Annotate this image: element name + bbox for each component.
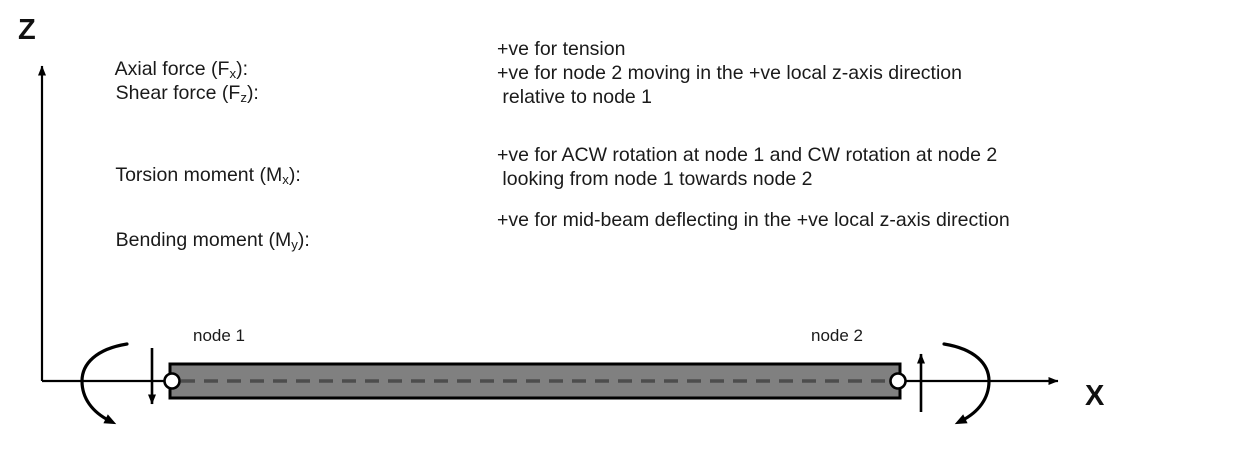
legend-term-axial-force-suffix: ): xyxy=(236,57,249,80)
legend-term-bending-moment-prefix: Bending moment (M xyxy=(115,228,292,251)
node-1-torsion-curve xyxy=(80,342,129,425)
legend-desc-torsion-moment-line-1: +ve for ACW rotation at node 1 and CW ro… xyxy=(497,144,998,166)
legend-term-shear-force: Shear force (Fz): xyxy=(94,64,259,123)
legend-term-torsion-moment-prefix: Torsion moment (M xyxy=(115,163,283,186)
legend-term-axial-force: Axial force (Fx): xyxy=(94,40,248,99)
legend-term-shear-force-subscript: z xyxy=(240,89,247,105)
z-axis-label: Z xyxy=(18,14,36,46)
x-axis-label: X xyxy=(1085,380,1105,412)
legend-desc-torsion-moment-line-2: looking from node 1 towards node 2 xyxy=(497,168,813,190)
node-1-marker xyxy=(163,372,181,390)
legend-term-axial-force-subscript: x xyxy=(229,65,237,81)
legend-desc-shear-force-line-1: +ve for node 2 moving in the +ve local z… xyxy=(497,62,963,84)
legend-term-torsion-moment: Torsion moment (Mx): xyxy=(94,146,301,205)
node-2-torsion-curve xyxy=(942,342,991,425)
legend-term-axial-force-prefix: Axial force (F xyxy=(114,57,230,80)
node-2-label: node 2 xyxy=(811,326,863,345)
node-2-marker xyxy=(889,372,907,390)
node-1-label: node 1 xyxy=(193,326,245,345)
legend-term-torsion-moment-subscript: x xyxy=(282,171,289,187)
legend-term-bending-moment: Bending moment (My): xyxy=(94,211,310,270)
legend-term-shear-force-prefix: Shear force (F xyxy=(115,81,241,104)
beam-member xyxy=(168,362,902,400)
legend-term-torsion-moment-suffix: ): xyxy=(288,163,301,186)
node-1-torsion-moment-arrow xyxy=(80,342,129,425)
legend-desc-shear-force-line-2: relative to node 1 xyxy=(497,86,653,108)
legend-desc-axial-force-line-1: +ve for tension xyxy=(497,38,626,60)
legend-term-bending-moment-suffix: ): xyxy=(297,228,310,251)
legend-term-bending-moment-subscript: y xyxy=(291,236,298,252)
legend-term-shear-force-suffix: ): xyxy=(246,81,259,104)
legend-desc-bending-moment-line-1: +ve for mid-beam deflecting in the +ve l… xyxy=(497,209,1010,231)
node-2-torsion-moment-arrow xyxy=(942,342,991,425)
